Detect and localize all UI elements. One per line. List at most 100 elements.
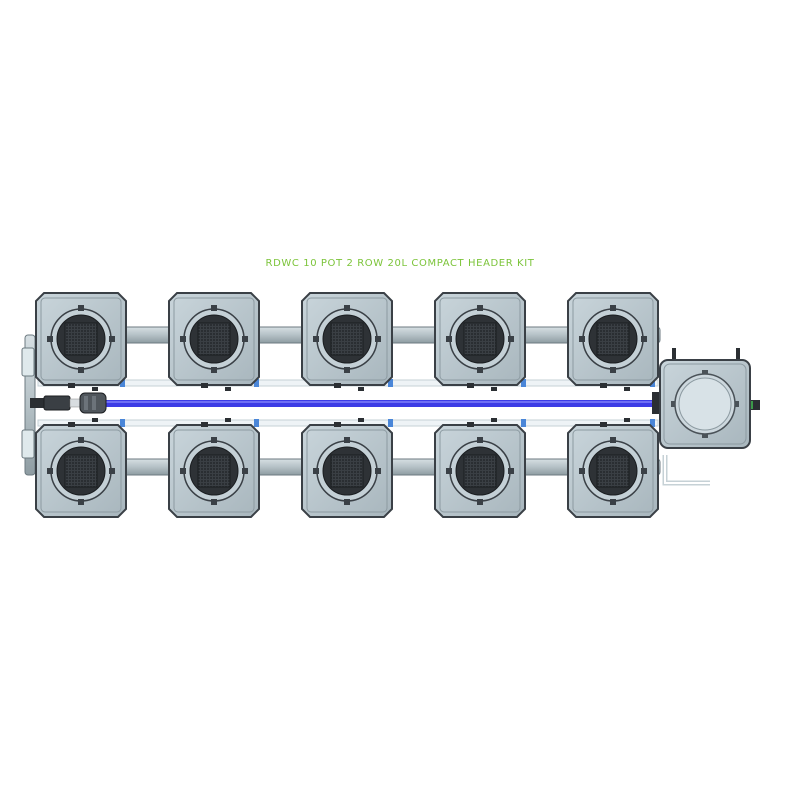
- connector: [254, 379, 259, 387]
- pot-lid-tab: [610, 305, 616, 311]
- pot-lid-tab: [78, 305, 84, 311]
- pot-fitting: [201, 422, 208, 427]
- pot: [567, 292, 659, 391]
- pot-rim: [40, 429, 122, 513]
- header-tank-clip: [736, 348, 740, 362]
- net-pot-mesh: [596, 322, 630, 356]
- pot-lid-tab: [477, 437, 483, 443]
- pot-lid-tab: [109, 336, 115, 342]
- pot-fitting: [68, 422, 75, 427]
- header-tank: [659, 348, 760, 449]
- pot-lid-tab: [610, 499, 616, 505]
- pot-fitting: [358, 387, 364, 391]
- pot-lid-tab: [446, 336, 452, 342]
- pot: [35, 292, 127, 391]
- pot-lid-tab: [610, 437, 616, 443]
- pot-lid-tab: [78, 499, 84, 505]
- net-pot-mesh: [197, 454, 231, 488]
- pot: [168, 292, 260, 391]
- pot-lid-tab: [579, 468, 585, 474]
- pot-lid-tab: [446, 468, 452, 474]
- connector: [388, 379, 393, 387]
- net-pot-mesh: [463, 454, 497, 488]
- pump-inlet-fitting: [30, 398, 44, 408]
- pot-fitting: [491, 387, 497, 391]
- pot: [168, 418, 260, 518]
- pot-lid-tab: [47, 468, 53, 474]
- pump-coupler: [43, 395, 71, 411]
- pot-lid-tab: [211, 367, 217, 373]
- header-tank-side-fitting: [748, 400, 760, 410]
- pot-lid-tab: [344, 437, 350, 443]
- pot-lid-tab: [641, 468, 647, 474]
- pot: [35, 418, 127, 518]
- pot-rim: [173, 297, 255, 381]
- pot-lid-tab: [344, 367, 350, 373]
- connector: [254, 419, 259, 427]
- pot-fitting: [467, 383, 474, 388]
- pot-rim: [40, 297, 122, 381]
- pot: [301, 418, 393, 518]
- pot-lid-tab: [375, 336, 381, 342]
- left-connector-fitting: [21, 347, 35, 377]
- header-tank-lid-tab: [671, 401, 675, 407]
- pot: [434, 418, 526, 518]
- pot-fitting: [225, 387, 231, 391]
- pot-rim: [173, 429, 255, 513]
- connector: [120, 379, 125, 387]
- header-tank-rim: [663, 363, 747, 445]
- pot-grid: [35, 292, 659, 518]
- pot-fitting: [600, 383, 607, 388]
- pot-lid-tab: [610, 367, 616, 373]
- pot-lid-tab: [641, 336, 647, 342]
- pot-fitting: [225, 418, 231, 422]
- pot-fitting: [624, 387, 630, 391]
- connector: [650, 419, 655, 427]
- pot-fitting: [624, 418, 630, 422]
- water-pump: [30, 392, 107, 414]
- pot-lid-tab: [211, 499, 217, 505]
- pot-lid-tab: [313, 468, 319, 474]
- pot-fitting: [201, 383, 208, 388]
- net-pot-mesh: [330, 454, 364, 488]
- pot-lid-tab: [477, 367, 483, 373]
- net-pot-mesh: [64, 322, 98, 356]
- pot-lid-tab: [477, 499, 483, 505]
- pot-lid-tab: [78, 437, 84, 443]
- pot-rim: [306, 429, 388, 513]
- pot-fitting: [358, 418, 364, 422]
- pot-lid-tab: [47, 336, 53, 342]
- header-tank-clip: [672, 348, 676, 362]
- pot-fitting: [334, 383, 341, 388]
- pot-fitting: [467, 422, 474, 427]
- pump-ridge: [92, 396, 96, 410]
- net-pot-mesh: [197, 322, 231, 356]
- pump-water-line-highlight: [100, 401, 658, 403]
- connector: [521, 419, 526, 427]
- pot-lid-tab: [313, 336, 319, 342]
- pot-lid-tab: [344, 499, 350, 505]
- pot: [301, 292, 393, 391]
- pot-rim: [572, 429, 654, 513]
- pot-fitting: [334, 422, 341, 427]
- header-tank-lid-tab: [702, 370, 708, 374]
- pot-fitting: [600, 422, 607, 427]
- header-tank-lid-inner: [678, 377, 732, 431]
- pot-lid-tab: [242, 336, 248, 342]
- pot-rim: [572, 297, 654, 381]
- pot-lid-tab: [180, 336, 186, 342]
- pump-collar: [69, 398, 81, 408]
- pot-fitting: [68, 383, 75, 388]
- kit-title: RDWC 10 POT 2 ROW 20L COMPACT HEADER KIT: [265, 258, 535, 269]
- net-pot-mesh: [596, 454, 630, 488]
- pot-lid-tab: [344, 305, 350, 311]
- pot-fitting: [491, 418, 497, 422]
- pot: [567, 418, 659, 518]
- header-inlet-fitting: [652, 392, 660, 414]
- pot-rim: [439, 429, 521, 513]
- connector: [388, 419, 393, 427]
- header-tank-lid-tab: [735, 401, 739, 407]
- pot-lid-tab: [180, 468, 186, 474]
- net-pot-mesh: [330, 322, 364, 356]
